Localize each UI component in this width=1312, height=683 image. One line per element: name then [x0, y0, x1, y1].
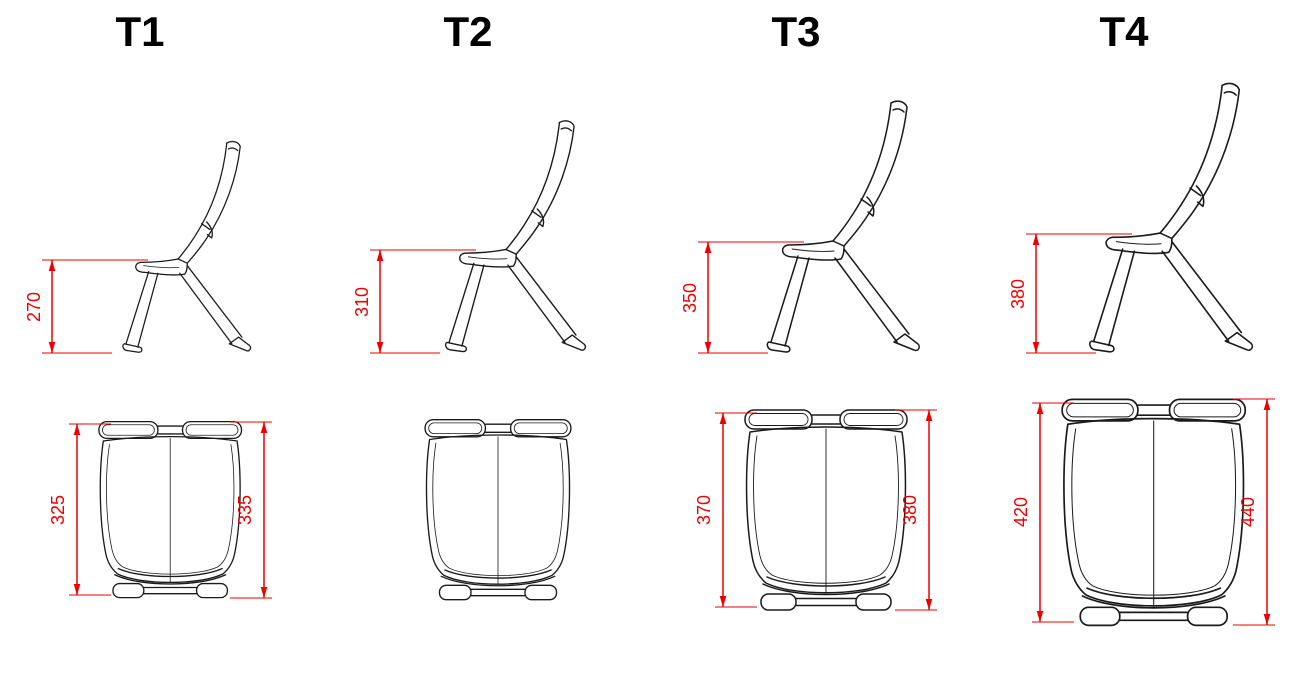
depth-left-value: 420: [1011, 497, 1031, 527]
chair-side-drawing: [444, 120, 587, 353]
side-view: 380: [1008, 82, 1254, 354]
depth-dimension-left: 325: [48, 423, 111, 596]
depth-dimension-left: 420: [1011, 402, 1074, 623]
seat-height-value: 380: [1008, 279, 1028, 309]
size-label: T4: [1099, 8, 1149, 55]
chair-top-drawing: [98, 420, 243, 599]
side-view: 350: [680, 100, 920, 354]
chair-size-column-t3: T3 350 370 380: [656, 4, 984, 629]
depth-dimension-right: 440: [1233, 398, 1275, 626]
seat-height-dimension: 270: [24, 259, 148, 354]
chair-size-column-t1: T1 270 325 335: [0, 4, 328, 629]
depth-dimension-right: 380: [895, 409, 937, 611]
depth-left-value: 370: [694, 495, 714, 525]
size-label: T3: [771, 8, 821, 55]
seat-height-dimension: 380: [1008, 233, 1132, 354]
top-view: 325 335: [48, 420, 272, 599]
depth-right-value: 335: [235, 495, 255, 525]
seat-height-value: 310: [352, 287, 372, 317]
chair-size-column-t2: T2 310: [328, 4, 656, 629]
chair-size-column-t4: T4 380 420 440: [984, 4, 1312, 629]
chair-top-drawing: [744, 409, 908, 611]
seat-height-value: 270: [24, 292, 44, 322]
side-view: 310: [352, 120, 587, 354]
top-view: 420 440: [1011, 398, 1275, 627]
seat-height-dimension: 350: [680, 241, 804, 354]
chair-top-drawing: [1061, 398, 1247, 627]
seat-height-value: 350: [680, 283, 700, 313]
depth-left-value: 325: [48, 495, 68, 525]
top-view: 370 380: [694, 409, 937, 611]
size-label: T1: [115, 8, 165, 55]
depth-dimension-left: 370: [694, 412, 757, 608]
depth-right-value: 380: [900, 495, 920, 525]
depth-right-value: 440: [1238, 497, 1258, 527]
size-label: T2: [443, 8, 493, 55]
size-chart: T1 270 325 335: [0, 4, 1312, 629]
top-view: [424, 419, 572, 601]
seat-height-dimension: 310: [352, 249, 476, 354]
chair-side-drawing: [122, 140, 252, 353]
depth-dimension-right: 335: [230, 421, 272, 599]
chair-side-drawing: [1089, 82, 1254, 353]
chair-top-drawing: [424, 419, 572, 601]
side-view: 270: [24, 140, 252, 354]
chair-side-drawing: [766, 100, 920, 353]
